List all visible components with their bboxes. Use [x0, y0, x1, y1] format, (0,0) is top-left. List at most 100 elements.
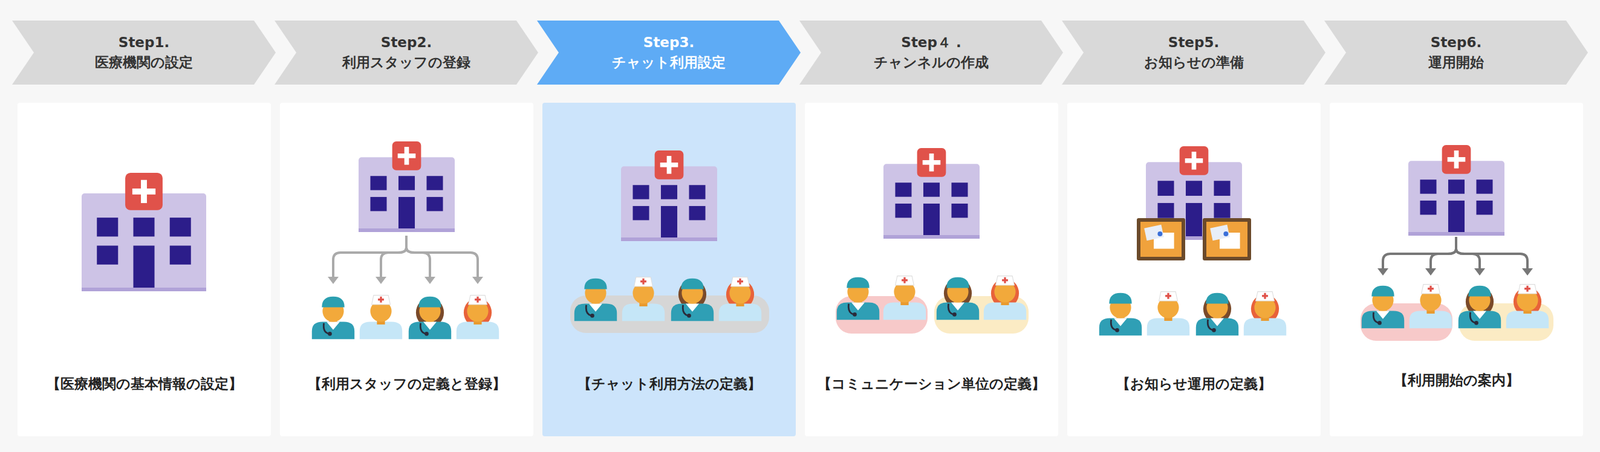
step-chevron: Step3.チャット利用設定: [536, 20, 801, 85]
hospital-window: [632, 185, 649, 199]
board-pin: [1223, 231, 1229, 237]
cross-bar: [929, 153, 935, 172]
hospital-window: [632, 206, 649, 221]
card-label: 【医療機関の基本情報の設定】: [17, 374, 271, 394]
cap-cross: [1524, 287, 1531, 290]
hospital-door: [1448, 200, 1465, 233]
collar: [1210, 318, 1224, 327]
cap-cross: [1165, 295, 1172, 297]
hospital-window: [1213, 203, 1230, 219]
hospital-window: [1476, 200, 1493, 215]
step-title: チャット利用設定: [611, 52, 726, 73]
stethoscope-head: [1474, 321, 1479, 326]
nurse-cap: [1255, 292, 1275, 302]
step-number: Step2.: [380, 32, 432, 53]
step-number: Step5.: [1168, 32, 1220, 53]
hospital-door: [133, 245, 155, 288]
hospital-window: [1213, 180, 1230, 196]
step-title: 運用開始: [1428, 52, 1484, 73]
stethoscope: [420, 323, 426, 335]
nurse-cap: [995, 276, 1015, 286]
nurse-cap: [1159, 292, 1178, 302]
step-card: 【お知らせ運用の定義】: [1067, 102, 1321, 437]
stethoscope: [848, 304, 854, 316]
cross-bar: [140, 180, 147, 204]
card-label: 【利用スタッフの定義と登録】: [279, 374, 534, 394]
cross-box: [654, 150, 684, 180]
board-face: [1140, 221, 1182, 257]
staff-figure: [1361, 286, 1405, 329]
cap: [1371, 286, 1394, 297]
cross-box: [1179, 146, 1209, 176]
cap: [846, 277, 869, 289]
step-text-wrap: Step2.利用スタッフの登録: [292, 20, 521, 85]
step-chevron: Step1.医療機関の設定: [12, 20, 276, 85]
hospital-floor: [358, 228, 455, 233]
staff-figure: [574, 278, 617, 322]
board-paper: [1144, 224, 1165, 242]
hospital-window: [894, 203, 912, 218]
cap: [418, 296, 441, 308]
collar: [423, 322, 437, 331]
chevron-fill: [799, 20, 1064, 85]
stethoscope-head: [424, 331, 429, 337]
stethoscope: [323, 323, 329, 335]
collar: [951, 302, 965, 311]
collar: [685, 304, 700, 313]
collar: [1376, 311, 1390, 320]
hospital-window: [894, 182, 912, 197]
hospital-door: [398, 197, 415, 229]
staff-figure: [883, 276, 926, 321]
chevron-shape: [1061, 20, 1326, 85]
hospital-window: [1157, 180, 1174, 196]
staff-figure: [1458, 286, 1501, 329]
group-band: [835, 296, 928, 334]
cross-box: [1442, 145, 1472, 175]
branch-line: [1430, 249, 1457, 270]
cap: [680, 278, 704, 290]
collar: [588, 304, 603, 313]
chevron-shape: [536, 20, 801, 85]
cross-box: [392, 141, 422, 171]
stethoscope: [1207, 319, 1214, 331]
step-text-wrap: Step6.運用開始: [1342, 20, 1570, 85]
board-face: [1206, 221, 1248, 257]
staff-figure: [1196, 293, 1239, 336]
chevron-fill: [274, 20, 539, 85]
staff-figure: [1243, 292, 1287, 337]
hospital-floor: [81, 287, 207, 292]
hospital-door: [923, 203, 940, 236]
step-number: Step４ .: [900, 32, 961, 53]
step-text-wrap: Step5.お知らせの準備: [1079, 20, 1308, 85]
arrowhead: [327, 276, 339, 285]
step-number: Step3.: [643, 32, 695, 53]
body: [1099, 318, 1142, 337]
branch-stem: [405, 235, 408, 248]
branch-line: [380, 247, 407, 279]
chevron-shape: [1324, 20, 1588, 85]
staff-figure: [312, 296, 355, 340]
hospital-floor: [883, 235, 980, 239]
nurse-cap: [634, 277, 654, 287]
step-number: Step1.: [118, 32, 170, 53]
cap-cross: [1261, 295, 1269, 297]
nurse-cap: [1518, 284, 1538, 294]
chevron-fill: [536, 20, 801, 85]
step-card: 【医療機関の基本情報の設定】: [17, 102, 271, 437]
step-title: 利用スタッフの登録: [342, 52, 471, 73]
staff-figure: [718, 277, 762, 322]
cap: [1108, 293, 1132, 305]
hospital-window: [1419, 179, 1437, 194]
hospital-window: [169, 217, 192, 237]
hospital-window: [1448, 179, 1465, 194]
cap-cross: [377, 298, 384, 301]
staff-figure: [936, 277, 979, 320]
body: [1196, 318, 1239, 337]
hospital-window: [426, 175, 443, 190]
hospital-window: [1157, 203, 1174, 219]
hospital-floor: [1408, 232, 1505, 236]
arrowhead: [1377, 268, 1389, 276]
hospital-window: [370, 197, 387, 212]
step-chevron: Step４ .チャンネルの作成: [799, 20, 1064, 85]
body: [312, 322, 355, 340]
